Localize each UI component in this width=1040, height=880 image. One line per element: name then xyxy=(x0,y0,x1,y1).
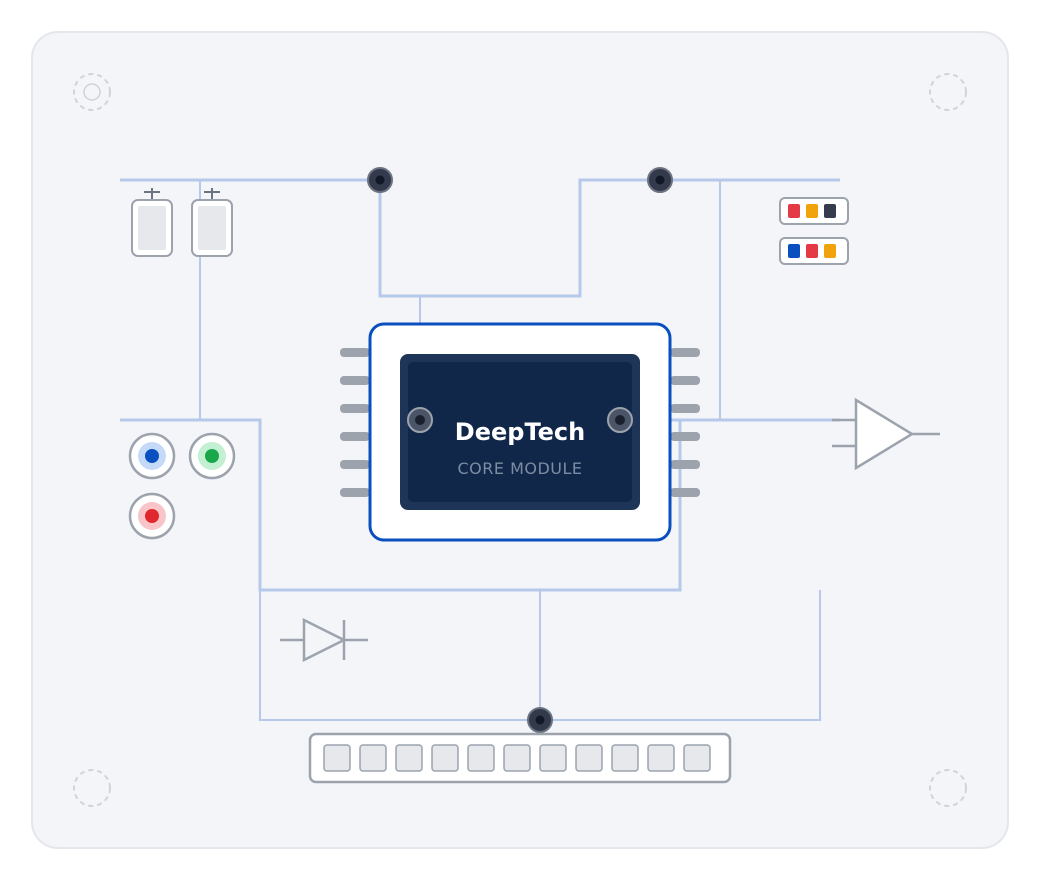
chip-pins-left xyxy=(340,348,370,497)
amplifier-icon xyxy=(832,397,940,471)
header-pin xyxy=(431,744,459,772)
capacitor-icon xyxy=(131,188,173,257)
mounting-hole-icon xyxy=(929,73,967,111)
mounting-hole-icon xyxy=(73,73,111,111)
chip-screw-right xyxy=(607,407,633,433)
via-icon xyxy=(647,167,673,193)
chip-pin xyxy=(340,488,370,497)
dip-switch-icon xyxy=(779,237,849,265)
chip-pin xyxy=(340,404,370,413)
led-icon xyxy=(188,432,236,480)
via-icon xyxy=(367,167,393,193)
chip-pin xyxy=(340,460,370,469)
chip-pin xyxy=(340,376,370,385)
header-pin xyxy=(575,744,603,772)
header-pin xyxy=(611,744,639,772)
header-pins xyxy=(323,744,711,772)
core-chip: DeepTech CORE MODULE xyxy=(368,322,672,542)
traces xyxy=(120,178,840,721)
chip-subtitle: CORE MODULE xyxy=(457,459,582,478)
header-pin xyxy=(683,744,711,772)
header-pin xyxy=(467,744,495,772)
mounting-hole-icon xyxy=(929,769,967,807)
header-pin xyxy=(539,744,567,772)
chip-pin xyxy=(670,488,700,497)
chip-pin xyxy=(340,432,370,441)
mounting-hole-icon xyxy=(73,769,111,807)
chip-pin xyxy=(340,348,370,357)
header-pin xyxy=(503,744,531,772)
chip-screw-left xyxy=(407,407,433,433)
header-pin xyxy=(647,744,675,772)
led-icon xyxy=(128,432,176,480)
chip-pin xyxy=(670,460,700,469)
header-pin xyxy=(395,744,423,772)
diode-icon xyxy=(280,617,368,663)
chip-pin xyxy=(670,376,700,385)
chip-pins-right xyxy=(670,348,700,497)
trace-bottom-left xyxy=(259,590,540,721)
chip-pin xyxy=(670,348,700,357)
dip-switch-icon xyxy=(779,197,849,225)
pin-header-icon xyxy=(308,732,732,784)
via-icon xyxy=(527,707,553,733)
trace-bottom-right xyxy=(540,590,821,721)
led-icon xyxy=(128,492,176,540)
header-pin xyxy=(359,744,387,772)
header-pin xyxy=(323,744,351,772)
chip-pin xyxy=(670,432,700,441)
chip-title: DeepTech xyxy=(455,418,585,446)
capacitor-icon xyxy=(191,188,233,257)
chip-pin xyxy=(670,404,700,413)
